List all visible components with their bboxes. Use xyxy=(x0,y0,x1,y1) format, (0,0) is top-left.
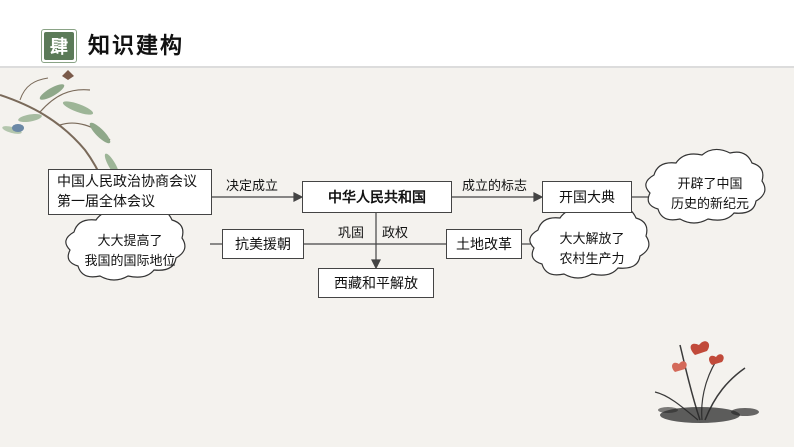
edge-label-decide: 决定成立 xyxy=(226,179,279,194)
node-tudi-text: 土地改革 xyxy=(456,237,512,253)
edge-label-mark: 成立的标志 xyxy=(462,179,528,194)
node-cppcc-text: 中国人民政治协商会议 第一届全体会议 xyxy=(57,174,197,210)
node-prc-text: 中华人民共和国 xyxy=(328,190,426,206)
header-bar: 肆 知识建构 xyxy=(0,0,794,68)
page-title: 知识建构 xyxy=(88,34,185,59)
cloud-tudi-note: 大大解放了 农村生产力 xyxy=(559,232,625,267)
edge-label-consolidate-left: 巩固 xyxy=(338,226,365,241)
node-cppcc: 中国人民政治协商会议 第一届全体会议 xyxy=(48,169,212,215)
cloud-kangmei-note: 大大提高了 我国的国际地位 xyxy=(84,234,176,269)
node-prc: 中华人民共和国 xyxy=(302,181,452,213)
node-kaiguo: 开国大典 xyxy=(542,181,632,213)
node-kangmei: 抗美援朝 xyxy=(222,229,304,259)
edge-label-consolidate-right: 政权 xyxy=(382,226,409,241)
node-xizang-text: 西藏和平解放 xyxy=(334,276,418,292)
node-xizang: 西藏和平解放 xyxy=(318,268,434,298)
orchid-decoration xyxy=(654,341,759,423)
cloud-kaiguo-note: 开辟了中国 历史的新纪元 xyxy=(670,177,749,212)
section-badge: 肆 xyxy=(41,29,77,63)
cloud-shape-kaiguo xyxy=(645,148,766,224)
node-tudi: 土地改革 xyxy=(446,229,522,259)
node-kangmei-text: 抗美援朝 xyxy=(235,237,291,253)
node-kaiguo-text: 开国大典 xyxy=(559,190,615,206)
